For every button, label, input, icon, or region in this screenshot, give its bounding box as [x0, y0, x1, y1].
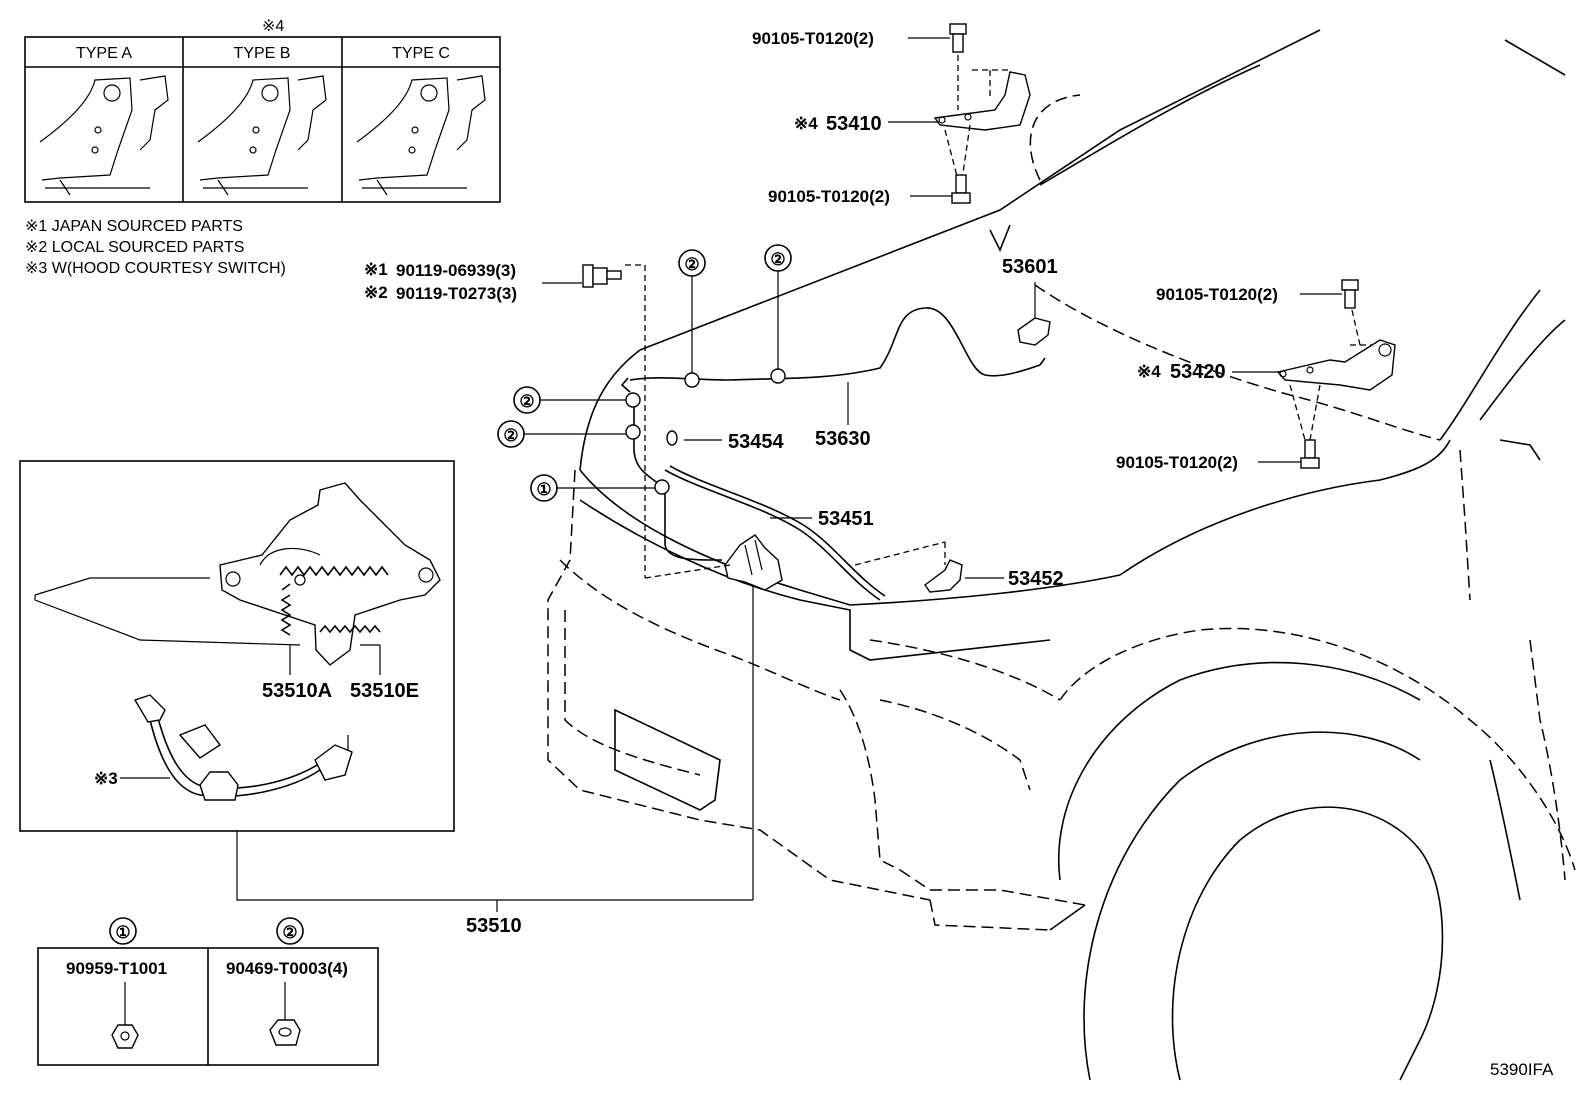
lock-bracket-icon [924, 559, 963, 593]
bolt-right-upper-label: 90105-T0120(2) [1156, 285, 1278, 304]
clamp-callouts: ② ② ② ② ① [497, 244, 792, 502]
bolt-icon [1300, 439, 1320, 469]
source-notes: ※1 JAPAN SOURCED PARTS ※2 LOCAL SOURCED … [25, 218, 286, 277]
type-c-header: TYPE C [392, 45, 450, 62]
lock-bracket-label: 53452 [1008, 568, 1064, 590]
type-b-hinge-sketch [197, 75, 327, 196]
clip-2-icon [269, 1019, 301, 1046]
lock-assy-label: 53510 [466, 915, 522, 937]
courtesy-switch-icon [133, 694, 166, 723]
hinge-left-marker: ※4 [794, 114, 818, 133]
vehicle-outline [547, 29, 1576, 1081]
release-cable-label: 53630 [815, 428, 871, 450]
bolt-icon [949, 23, 967, 53]
spring-a-label: 53510A [262, 680, 332, 702]
callout-2-left-b: ② [503, 426, 518, 445]
clamp-callout-2 [770, 368, 786, 384]
cushion-group: 53454 [666, 430, 784, 453]
type-b-header: TYPE B [234, 45, 291, 62]
hood-lock-on-vehicle [644, 534, 783, 900]
flange-bolt-icon [582, 264, 622, 288]
clamp-callout-2 [684, 372, 700, 388]
lock-bracket-group: 53452 [854, 541, 1064, 593]
bolt-top-upper-label: 90105-T0120(2) [752, 29, 874, 48]
hood-hinge-right-icon [1276, 339, 1396, 391]
hood-seal-icon [1017, 317, 1051, 346]
hinge-type-table: ※4 TYPE A TYPE B TYPE C [24, 18, 501, 203]
type-table-note-marker: ※4 [262, 18, 284, 35]
release-cable-group: 53630 [620, 307, 1046, 561]
bolt-local-label: 90119-T0273(3) [396, 284, 517, 303]
clip-1-icon [111, 1024, 139, 1049]
clip-legend: ① ② 90959-T1001 90469-T0003(4) [37, 917, 379, 1066]
hood-hinge-right-label: 53420 [1170, 361, 1226, 383]
cushion-label: 53454 [728, 431, 784, 453]
callout-1-left: ① [536, 480, 551, 499]
spring-e-label: 53510E [350, 680, 419, 702]
type-a-header: TYPE A [76, 45, 132, 62]
clamp-callout-1 [654, 479, 670, 495]
hood-lock-icon [724, 534, 783, 591]
bolt-icon [951, 174, 971, 204]
type-c-hinge-sketch [356, 75, 486, 196]
lock-bolts-group: ※1 90119-06939(3) ※2 90119-T0273(3) [364, 260, 646, 578]
clamp-callout-2 [625, 392, 641, 408]
lock-detail-inset: 53510A 53510E ※3 [19, 460, 455, 832]
hood-seal-label: 53601 [1002, 256, 1058, 278]
control-cable-label: 53451 [818, 508, 874, 530]
type-a-hinge-sketch [39, 75, 169, 196]
bolt-icon [1341, 279, 1359, 309]
bolt-local-marker: ※2 [364, 283, 388, 302]
control-cable-group: 53451 [664, 465, 886, 601]
hood-seal-group: 53601 [1002, 256, 1058, 346]
note-hood-courtesy-switch: ※3 W(HOOD COURTESY SWITCH) [25, 260, 286, 277]
lock-assy-bracket: 53510 [236, 831, 753, 937]
callout-2-upper-a: ② [684, 255, 699, 274]
clip-legend-marker-1: ① [115, 923, 130, 942]
clip-legend-part-2: 90469-T0003(4) [226, 959, 348, 978]
bolt-top-lower-label: 90105-T0120(2) [768, 187, 890, 206]
note-local-sourced: ※2 LOCAL SOURCED PARTS [25, 239, 244, 256]
switch-marker: ※3 [94, 769, 118, 788]
bolt-japan-label: 90119-06939(3) [396, 261, 516, 280]
figure-code: 5390IFA [1490, 1060, 1554, 1079]
bolt-japan-marker: ※1 [364, 260, 388, 279]
note-japan-sourced: ※1 JAPAN SOURCED PARTS [25, 218, 243, 235]
callout-2-upper-b: ② [770, 250, 785, 269]
clamp-callout-2 [625, 424, 641, 440]
switch-connector-icon [314, 744, 353, 781]
bolt-right-lower-label: 90105-T0120(2) [1116, 453, 1238, 472]
hood-hinge-right-group: 90105-T0120(2) ※4 53420 90105-T0120(2) [1116, 279, 1396, 472]
hinge-right-marker: ※4 [1137, 362, 1161, 381]
cushion-icon [666, 430, 678, 446]
hood-hinge-left-group: 90105-T0120(2) ※4 53410 90105-T0120(2) [752, 23, 1031, 206]
hood-hinge-left-label: 53410 [826, 113, 882, 135]
hood-hinge-left-icon [933, 71, 1031, 131]
clip-legend-marker-2: ② [282, 923, 297, 942]
clip-legend-part-1: 90959-T1001 [66, 959, 167, 978]
callout-2-left-a: ② [519, 392, 534, 411]
